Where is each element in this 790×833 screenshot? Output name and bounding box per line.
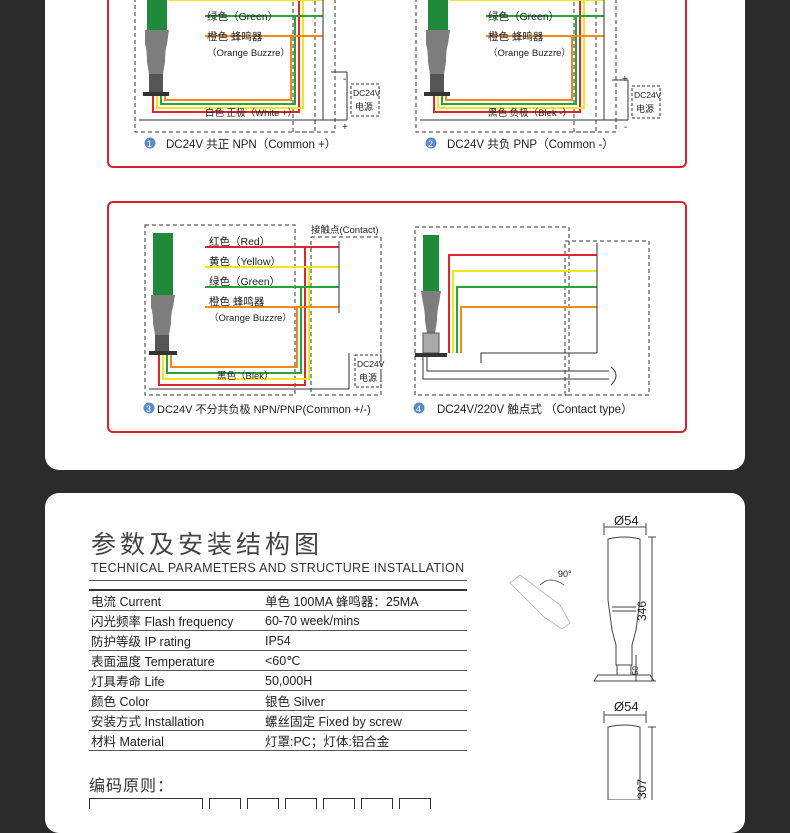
wiring-panel-top: 绿色（Green） 橙色 蜂鸣器 （Orange Buzzre） 白色 正极（W… [107, 0, 687, 168]
spec-value: 60-70 week/mins [263, 610, 467, 631]
diagram1-power-cn: 电源 [355, 101, 373, 112]
diagram2-plus: + [622, 74, 628, 85]
diagram1-green-label: 绿色（Green） [207, 10, 278, 23]
diagram3-yellow-label: 黄色（Yellow） [209, 255, 281, 268]
diagram4-caption: DC24V/220V 触点式 （Contact type） [437, 402, 633, 416]
lamp-body-shape [145, 30, 169, 74]
diagram3-contact-label: 接触点(Contact) [311, 224, 379, 236]
diagram2-buzzer-en-label: （Orange Buzzre） [488, 47, 571, 59]
diagram3-green-label: 绿色（Green） [209, 275, 280, 288]
wiring-diagrams-1-2: 绿色（Green） 橙色 蜂鸣器 （Orange Buzzre） 白色 正极（W… [134, 0, 662, 151]
specs-title-en: TECHNICAL PARAMETERS AND STRUCTURE INSTA… [91, 561, 465, 575]
diagram1-number: 1 [147, 139, 152, 149]
wiring-panel-bottom: 接触点(Contact) 红色（Red） 黄色（Yellow） 绿色（Green… [107, 201, 687, 433]
diagram3-power-label: DC24V [357, 359, 385, 369]
diagram1-buzzer-en-label: （Orange Buzzre） [207, 47, 290, 59]
title-divider [89, 580, 467, 581]
bottom-height: 307 [635, 779, 649, 799]
green-lamp-shape [147, 0, 167, 30]
diagram2-power-label: DC24V [634, 90, 662, 100]
diagram1-caption: DC24V 共正 NPN（Common +） [166, 138, 336, 151]
spec-value: 单色 100MA 蜂鸣器：25MA [263, 589, 467, 611]
diagram1-plus: + [342, 122, 348, 133]
diagram3-red-label: 红色（Red） [209, 235, 270, 248]
spec-value: <60℃ [263, 650, 467, 671]
diagram3-buzzer-label: 橙色 蜂鸣器 [209, 295, 265, 308]
spec-key: 颜色 Color [89, 690, 263, 711]
top-height: 346 [635, 601, 649, 621]
spec-key: 表面温度 Temperature [89, 650, 263, 671]
tilt-angle: 90° [558, 569, 572, 579]
spec-key: 闪光频率 Flash frequency [89, 610, 263, 631]
wiring-diagrams-3-4: 接触点(Contact) 红色（Red） 黄色（Yellow） 绿色（Green… [143, 224, 650, 416]
base-height: 50 [631, 666, 640, 675]
diagram1-power-label: DC24V [353, 88, 381, 98]
coding-title: 编码原则： [89, 776, 175, 795]
diagram-3: 接触点(Contact) 红色（Red） 黄色（Yellow） 绿色（Green… [143, 224, 385, 416]
diagram2-common-label: 黑色 负极（Blek -） [488, 107, 572, 119]
bottom-diameter: Ø54 [614, 699, 639, 714]
diagram-1: 绿色（Green） 橙色 蜂鸣器 （Orange Buzzre） 白色 正极（W… [134, 0, 381, 151]
diagram3-buzzer-en-label: （Orange Buzzre） [209, 312, 292, 324]
diagram3-caption: DC24V 不分共负极 NPN/PNP(Common +/-) [157, 402, 371, 416]
diagram-2: 绿色（Green） 橙色 蜂鸣器 （Orange Buzzre） 黑色 负极（B… [415, 0, 662, 151]
diagram3-power-cn: 电源 [359, 372, 377, 383]
spec-key: 安装方式 Installation [89, 710, 263, 731]
diagram2-green-label: 绿色（Green） [488, 10, 559, 23]
diagram2-number: 2 [428, 139, 433, 149]
spec-value: 银色 Silver [263, 690, 467, 711]
spec-key: 材料 Material [89, 730, 263, 751]
diagram1-number-badge [144, 137, 156, 149]
diagram1-minus: - [343, 74, 346, 85]
diagram4-number: 4 [416, 404, 421, 414]
top-diameter: Ø54 [614, 513, 639, 528]
table-row: 表面温度 Temperature<60℃ [89, 650, 467, 671]
spec-value: 灯罩:PC；灯体:铝合金 [263, 730, 467, 751]
diagram-4: 4 DC24V/220V 触点式 （Contact type） [413, 226, 650, 416]
spec-value: 50,000H [263, 670, 467, 691]
diagram3-number: 3 [146, 404, 151, 414]
structure-drawing: Ø54 90° 346 50 Ø54 307 [509, 513, 656, 800]
diagram2-caption: DC24V 共负 PNP（Common -） [447, 137, 614, 151]
spec-key: 防护等级 IP rating [89, 630, 263, 651]
spec-key: 电流 Current [89, 589, 263, 611]
coding-boxes [89, 796, 437, 814]
diagram1-common-label: 白色 正极（White +） [205, 107, 297, 119]
diagram1-buzzer-label: 橙色 蜂鸣器 [207, 30, 263, 43]
diagram3-common-label: 黑色（Blek） [217, 370, 273, 382]
specs-title-cn: 参数及安装结构图 [91, 530, 324, 559]
spec-value: 螺丝固定 Fixed by screw [263, 710, 467, 731]
diagram2-buzzer-label: 橙色 蜂鸣器 [488, 30, 544, 43]
spec-value: IP54 [263, 630, 467, 651]
diagram2-minus: - [624, 122, 627, 133]
diagram2-power-cn: 电源 [636, 103, 654, 114]
spec-key: 灯具寿命 Life [89, 670, 263, 691]
